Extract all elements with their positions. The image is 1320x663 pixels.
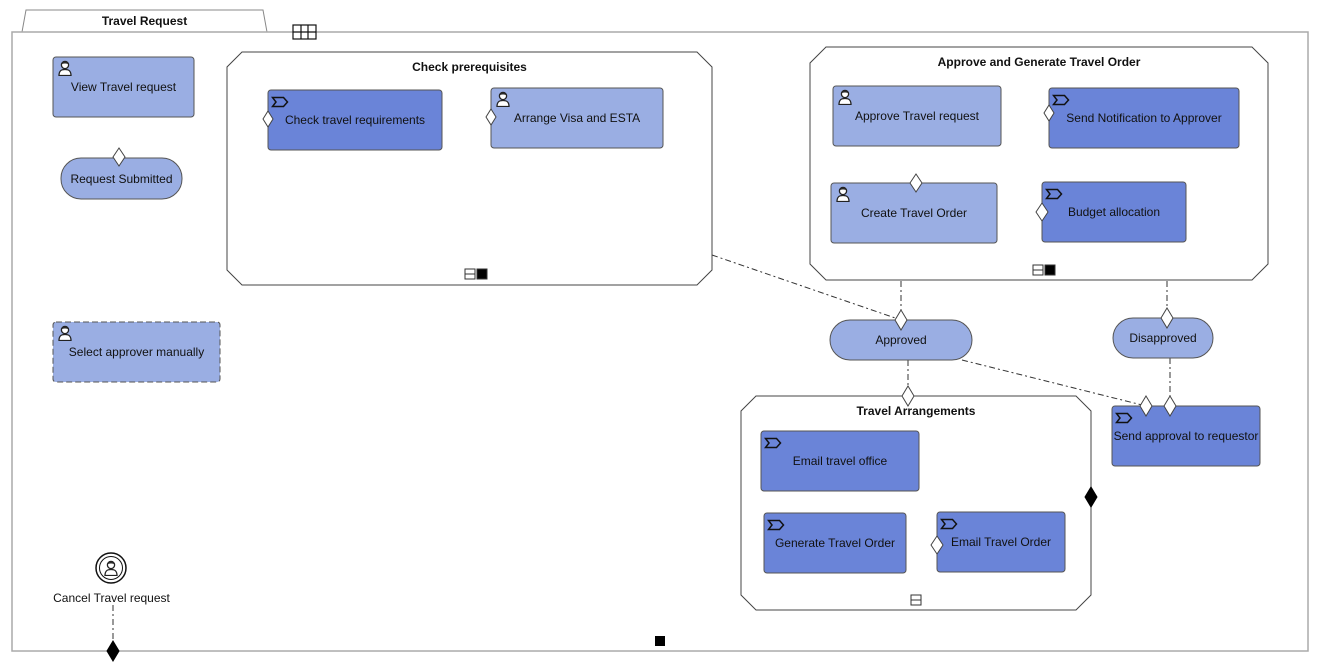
task-approve-travel-request[interactable] <box>832 85 1002 147</box>
task-select-approver[interactable] <box>52 321 221 383</box>
task-label: Send approval to requestor <box>1113 429 1259 443</box>
task-email-travel-office[interactable] <box>760 430 920 492</box>
port-diamond-icon[interactable] <box>485 108 497 126</box>
event-label: Cancel Travel request <box>53 591 170 605</box>
state-label: Disapproved <box>1129 331 1197 345</box>
port-diamond-icon[interactable] <box>262 110 274 128</box>
table-grid-icon[interactable] <box>292 24 317 40</box>
task-generate-travel-order[interactable] <box>763 512 907 574</box>
state-label: Request Submitted <box>70 171 173 186</box>
collapse-icon[interactable] <box>464 268 488 280</box>
task-label: Send Notification to Approver <box>1066 111 1222 125</box>
task-send-approval[interactable] <box>1111 405 1261 467</box>
task-label: Arrange Visa and ESTA <box>513 111 641 125</box>
task-label: Budget allocation <box>1067 205 1161 219</box>
port-diamond-icon[interactable] <box>930 535 944 555</box>
port-diamond-icon[interactable] <box>909 173 923 193</box>
travel-request-tab[interactable] <box>21 9 268 33</box>
port-diamond-icon[interactable] <box>1163 395 1177 417</box>
task-label: Email travel office <box>792 454 888 468</box>
task-label: Create Travel Order <box>860 206 968 220</box>
task-label: View Travel request <box>70 80 177 94</box>
port-diamond-icon[interactable] <box>112 147 126 167</box>
connector-approved-send <box>961 359 1147 407</box>
tab-label[interactable]: Travel Request <box>101 14 188 28</box>
port-diamond-icon[interactable] <box>901 385 915 407</box>
travel-request-frame <box>11 31 1309 652</box>
group-travel-arrangements[interactable] <box>740 395 1092 611</box>
group-title-check-prerequisites: Check prerequisites <box>412 60 527 74</box>
gateway-diamond-icon[interactable] <box>106 640 120 662</box>
port-diamond-icon[interactable] <box>1139 395 1153 417</box>
connector-check-approved <box>711 254 902 321</box>
task-label: Select approver manually <box>68 345 205 359</box>
state-label: Approved <box>875 333 927 347</box>
collapse-icon[interactable] <box>910 594 922 606</box>
task-label: Email Travel Order <box>950 535 1052 549</box>
group-approve-generate[interactable] <box>809 46 1269 281</box>
task-label: Generate Travel Order <box>774 536 896 550</box>
task-view-travel-request[interactable] <box>52 56 195 118</box>
port-diamond-icon[interactable] <box>1043 104 1055 122</box>
gateway-diamond-icon[interactable] <box>1084 486 1098 508</box>
group-title-approve-generate: Approve and Generate Travel Order <box>937 55 1141 69</box>
collapse-icon[interactable] <box>1032 264 1056 276</box>
port-diamond-icon[interactable] <box>894 309 908 331</box>
port-diamond-icon[interactable] <box>1035 202 1049 222</box>
frame-marker-icon[interactable] <box>655 636 665 646</box>
group-title-travel-arrangements: Travel Arrangements <box>856 404 976 418</box>
group-check-prerequisites[interactable] <box>226 51 713 286</box>
port-diamond-icon[interactable] <box>1160 307 1174 329</box>
task-label: Approve Travel request <box>854 109 980 123</box>
task-label: Check travel requirements <box>284 113 426 127</box>
